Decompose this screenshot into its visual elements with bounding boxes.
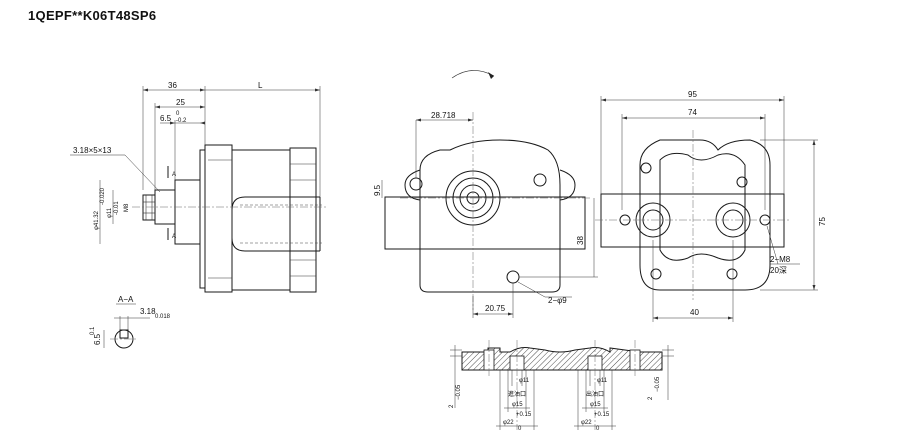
- front-ear-left: [404, 169, 421, 201]
- front-hole-right: [533, 173, 547, 187]
- port-boss-outline: [231, 196, 320, 252]
- port-bore-left-dia: φ11: [519, 378, 530, 384]
- shaft-dia-small: φ11: [107, 207, 113, 218]
- flange-step: [199, 149, 205, 289]
- shaft-dia-main: φ41.32: [94, 210, 100, 230]
- port-left-depth: 2: [449, 404, 455, 408]
- port-label-in: 進油口: [508, 390, 526, 398]
- port-left-dia22-tol-top: +0.15: [516, 412, 532, 418]
- back-hole-tl: [640, 162, 652, 174]
- section-aa-depth: 6.5: [93, 333, 102, 345]
- port-label-out: 出油口: [586, 390, 604, 398]
- back-thread-note: 2−M8: [770, 255, 791, 264]
- mount-flange-outline: [204, 144, 233, 293]
- port-left-depth-tol: −0.05: [456, 384, 462, 400]
- front-view: 28.718 9.5 38 20.75 2−φ9: [373, 70, 598, 318]
- port-left-dia22-tol-bot: 0: [518, 426, 522, 432]
- front-body-rect: [384, 196, 586, 250]
- spline-spec: 3.18×5×13: [73, 146, 112, 155]
- section-aa-depth-tol: 0.1: [90, 326, 96, 335]
- section-aa: A−A 3.18 0.018 6.5 0.1: [90, 295, 171, 349]
- port-right-depth-tol: −0.05: [655, 376, 661, 392]
- back-hole-bl: [650, 268, 662, 280]
- thread-m8: M8: [124, 203, 130, 212]
- pump-body-outline: [231, 149, 291, 291]
- port-right-dia15: φ15: [590, 402, 601, 408]
- dim-40: 40: [690, 308, 699, 317]
- dim-95: 95: [688, 90, 697, 99]
- shaft-dia-small-tol: -0.01: [114, 201, 120, 215]
- port-right-depth: 2: [648, 396, 654, 400]
- rotation-arrow: [451, 70, 495, 79]
- dim-6-5-tol-top: 0: [176, 111, 180, 117]
- back-thread-depth: 20深: [770, 266, 787, 275]
- port-left-dia15: φ15: [512, 402, 523, 408]
- side-view: 36 L 25 6.5 0 -0.2 3.18×5×13 φ41.32 -0.0…: [70, 81, 328, 293]
- dim-20-75: 20.75: [485, 304, 506, 313]
- port-right-dia22: φ22: [581, 420, 592, 426]
- dim-74: 74: [688, 108, 697, 117]
- port-section: φ11 φ11 進油口 出油口 φ15 φ15 φ22 +0.15 0 φ22 …: [449, 340, 674, 432]
- port-bore-right-dia: φ11: [597, 378, 608, 384]
- dim-L: L: [258, 81, 263, 90]
- dim-25: 25: [176, 98, 185, 107]
- shaft-dia-main-tol: -0.020: [100, 187, 106, 205]
- front-flange-outline: [419, 139, 561, 293]
- back-view: 95 74 75 40 2−M8 20深: [595, 90, 827, 322]
- dim-6-5-tol-bot: -0.2: [176, 118, 187, 124]
- back-hole-tr: [736, 176, 748, 188]
- rear-cover-outline: [289, 147, 317, 293]
- front-hole-bottom: [506, 270, 520, 284]
- section-aa-keyway: [119, 329, 129, 339]
- port-left-dia22: φ22: [503, 420, 514, 426]
- pilot-outline: [174, 179, 201, 245]
- port-right-dia22-tol-top: +0.15: [594, 412, 610, 418]
- section-mark-bottom: A: [172, 234, 176, 240]
- section-aa-width: 3.18: [140, 307, 156, 316]
- front-holes-note: 2−φ9: [548, 296, 567, 305]
- shaft-nut-outline: [142, 194, 156, 221]
- section-mark-top: A: [172, 172, 176, 178]
- back-hole-br: [726, 268, 738, 280]
- dim-36: 36: [168, 81, 177, 90]
- dim-6-5: 6.5: [160, 114, 172, 123]
- dim-9-5: 9.5: [373, 184, 382, 196]
- back-flange-outline: [639, 139, 771, 291]
- back-body-rect: [600, 193, 785, 248]
- section-aa-width-tol: 0.018: [155, 314, 171, 320]
- page-title: 1QEPF**K06T48SP6: [28, 8, 157, 23]
- section-aa-title: A−A: [118, 295, 134, 304]
- dim-38: 38: [576, 236, 585, 245]
- front-ear-right: [559, 169, 576, 201]
- dim-75: 75: [818, 217, 827, 226]
- dim-28-718: 28.718: [431, 111, 456, 120]
- back-inner-outline: [659, 152, 746, 261]
- port-right-dia22-tol-bot: 0: [596, 426, 600, 432]
